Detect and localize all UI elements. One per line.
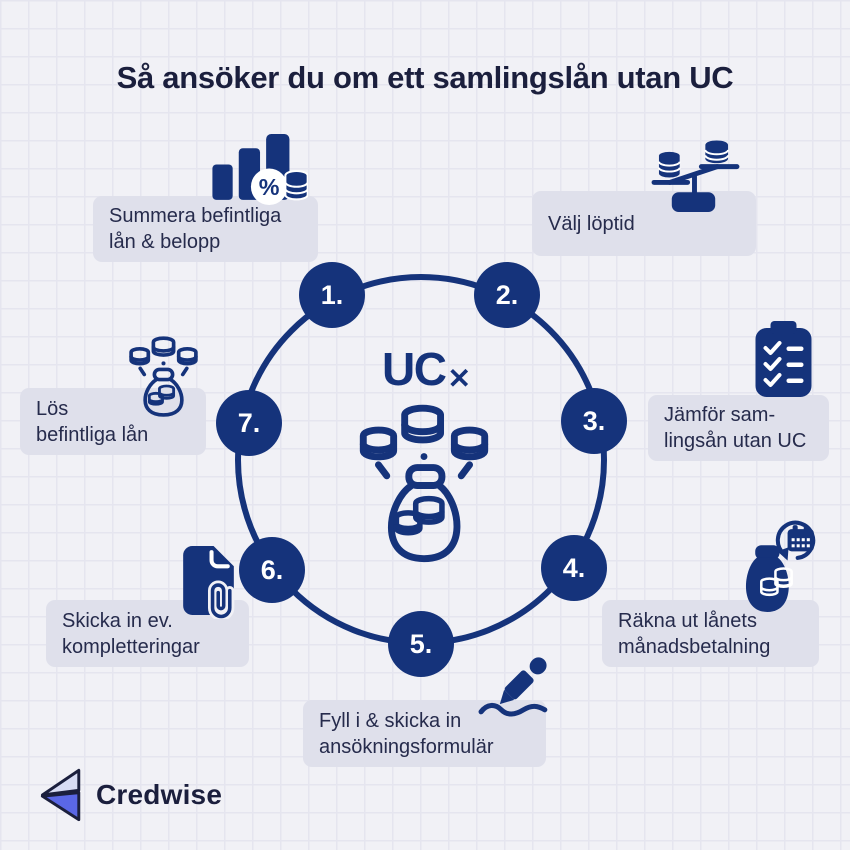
brand-logo: Credwise	[36, 768, 222, 822]
step-label-line: ansökningsformulär	[319, 735, 494, 758]
step-4-number-circle: 4.	[541, 535, 607, 601]
step-number: 7.	[237, 407, 261, 438]
step-label-line: Jämför sam-	[664, 404, 776, 426]
step-label-line: Fyll i & skicka in	[319, 709, 462, 732]
step-2-label: Välj löptid	[532, 191, 756, 256]
credwise-logo-icon	[40, 768, 81, 822]
step-number: 6.	[260, 554, 284, 585]
step-number: 1.	[320, 279, 344, 310]
step-label-line: befintliga lån	[36, 423, 149, 446]
step-number: 5.	[409, 628, 433, 659]
step-3-number-circle: 3.	[561, 388, 627, 454]
step-label-line: lingsån utan UC	[664, 430, 807, 452]
step-6-number-circle: 6.	[239, 537, 305, 603]
bar-chart-percent-coins-icon: %	[212, 134, 308, 205]
step-label-line: Skicka in ev.	[62, 609, 173, 632]
moneybag-coins-center-icon	[359, 404, 489, 563]
step-1-number-circle: 1.	[299, 262, 365, 328]
step-number: 2.	[495, 279, 519, 310]
step-label-line: Lös	[36, 397, 69, 420]
step-label-line: Välj löptid	[548, 212, 635, 235]
step-label-line: lån & belopp	[109, 231, 221, 253]
uc-crossed-logo: UC ✕	[382, 346, 471, 393]
moneybag-calendar-icon	[745, 520, 816, 612]
step-3-label: Jämför sam- lingsån utan UC	[648, 395, 829, 461]
step-label-line: Summera befintliga	[109, 205, 282, 227]
balance-scale-coins-icon	[651, 140, 740, 213]
uc-cross-icon: ✕	[447, 363, 471, 394]
brand-name: Credwise	[96, 779, 223, 810]
step-number: 4.	[562, 552, 586, 583]
step-7-number-circle: 7.	[216, 390, 282, 456]
moneybag-coins-icon	[129, 336, 198, 417]
step-label-line: månadsbetalning	[618, 635, 771, 658]
step-2-number-circle: 2.	[474, 262, 540, 328]
step-number: 3.	[582, 405, 606, 436]
uc-text: UC	[382, 343, 447, 395]
step-1-label: Summera befintliga lån & belopp	[93, 196, 318, 262]
step-4-label: Räkna ut lånets månadsbetalning	[602, 600, 819, 667]
pen-signature-icon	[478, 657, 548, 717]
step-label-line: Räkna ut lånets	[618, 609, 757, 632]
step-7-label: Lös befintliga lån	[20, 388, 206, 455]
step-5-label: Fyll i & skicka in ansökningsformulär	[303, 700, 546, 767]
page-title: Så ansöker du om ett samlingslån utan UC	[116, 60, 734, 95]
clipboard-checklist-icon	[755, 321, 812, 397]
step-label-line: kompletteringar	[62, 635, 200, 658]
svg-text:%: %	[259, 174, 280, 200]
step-5-number-circle: 5.	[388, 611, 454, 677]
document-paperclip-icon	[183, 546, 235, 619]
